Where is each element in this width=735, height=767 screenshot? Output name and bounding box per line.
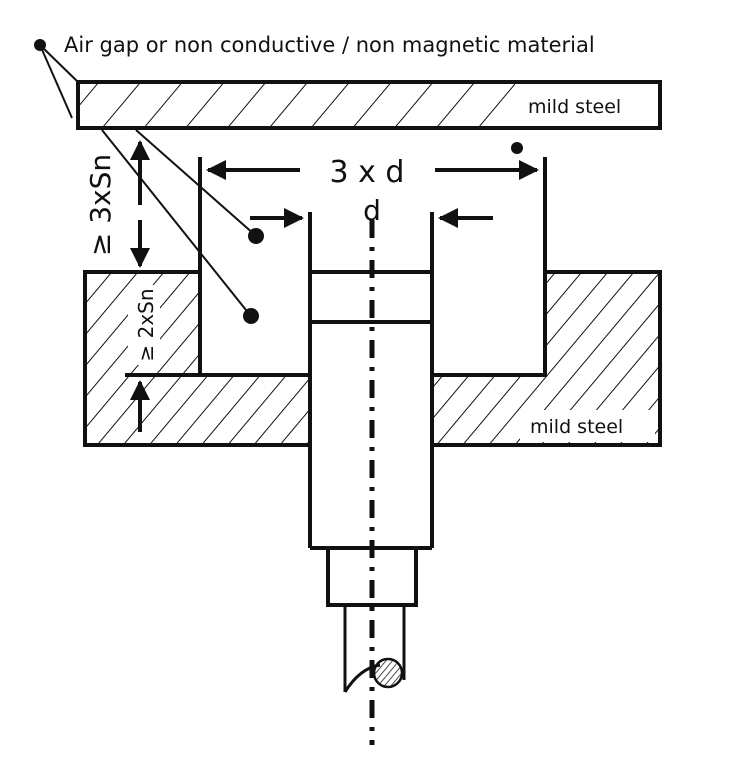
note-label: Air gap or non conductive / non magnetic… (64, 33, 595, 57)
gap-dimension-label: ≥ 3xSn (84, 154, 117, 256)
diameter-dimension-label: d (363, 194, 381, 227)
width-dimension (206, 142, 539, 180)
depth-dimension-label: ≥ 2xSn (134, 288, 158, 361)
top-plate-label: mild steel (528, 96, 621, 118)
bottom-block-label: mild steel (530, 416, 623, 438)
note-leader (34, 39, 79, 119)
air-gap-leaders (101, 129, 264, 324)
width-dimension-label: 3 x d (330, 155, 405, 190)
top-mild-steel-plate (76, 80, 662, 130)
